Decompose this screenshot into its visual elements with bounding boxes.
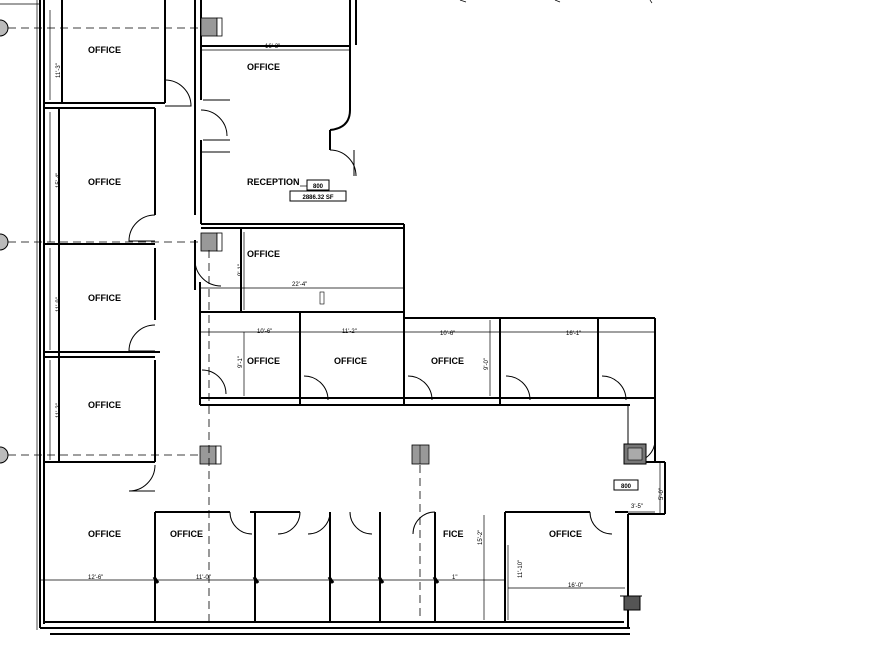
dimension-label: 12'-6" <box>88 575 103 581</box>
room-label: OFFICE <box>247 62 280 72</box>
room-label: OFFICE <box>170 529 203 539</box>
dimension-label: 10'-6" <box>257 329 272 335</box>
door-swings <box>128 79 656 535</box>
suite-tags: 800 2886.32 SF 800 <box>289 179 639 491</box>
dimension-label: 10'-6" <box>440 331 455 337</box>
room-label: RECEPTION <box>247 177 300 187</box>
dimension-label: 11'-9" <box>56 297 62 312</box>
room-label: OFFICE <box>334 356 367 366</box>
dimension-labels: 16'-3" 11'-3" 15'-4" 11'-9" 11'-2" 9'-1"… <box>56 44 665 589</box>
dimension-label: 11'-10" <box>518 560 524 578</box>
dimension-label: 16'-0" <box>568 583 583 589</box>
dimension-label: 16'-1" <box>566 331 581 337</box>
room-label: OFFICE <box>88 529 121 539</box>
dimension-label: 9'-1" <box>238 356 244 368</box>
grid-lines <box>0 19 421 622</box>
room-label: OFFICE <box>247 249 280 259</box>
room-label: FICE <box>443 529 464 539</box>
dimension-label: 22'-4" <box>292 282 307 288</box>
room-label: OFFICE <box>549 529 582 539</box>
dimension-label: 9'-1" <box>238 264 244 276</box>
dimension-lines <box>40 10 661 620</box>
dimension-label: 11'-2" <box>56 403 62 418</box>
dimension-label: 16'-3" <box>265 44 280 50</box>
dimension-label: 9'-0" <box>484 358 490 370</box>
dimension-label: 3'-5" <box>631 504 643 510</box>
room-labels: OFFICE OFFICE RECEPTION OFFICE OFFICE OF… <box>88 45 582 539</box>
room-label: OFFICE <box>431 356 464 366</box>
room-label: OFFICE <box>88 177 121 187</box>
room-label: OFFICE <box>88 400 121 410</box>
stair-block <box>623 595 641 611</box>
structural-columns <box>199 17 647 465</box>
suite-tag: 800 <box>621 484 632 490</box>
room-label: OFFICE <box>88 293 121 303</box>
interior-walls <box>44 0 656 622</box>
suite-tag: 800 <box>313 184 324 190</box>
suite-area: 2886.32 SF <box>302 195 333 201</box>
room-label: OFFICE <box>247 356 280 366</box>
dimension-label: 11'-3" <box>56 63 62 78</box>
dimension-label: 11'-2" <box>342 329 357 335</box>
room-label: OFFICE <box>88 45 121 55</box>
dimension-label: 5'-0" <box>659 488 665 500</box>
dimension-label: 11'-0" <box>196 575 211 581</box>
dimension-label: 15'-2" <box>478 530 484 545</box>
dimension-label: 15'-4" <box>56 173 62 188</box>
dimension-label: 1" <box>452 575 457 581</box>
